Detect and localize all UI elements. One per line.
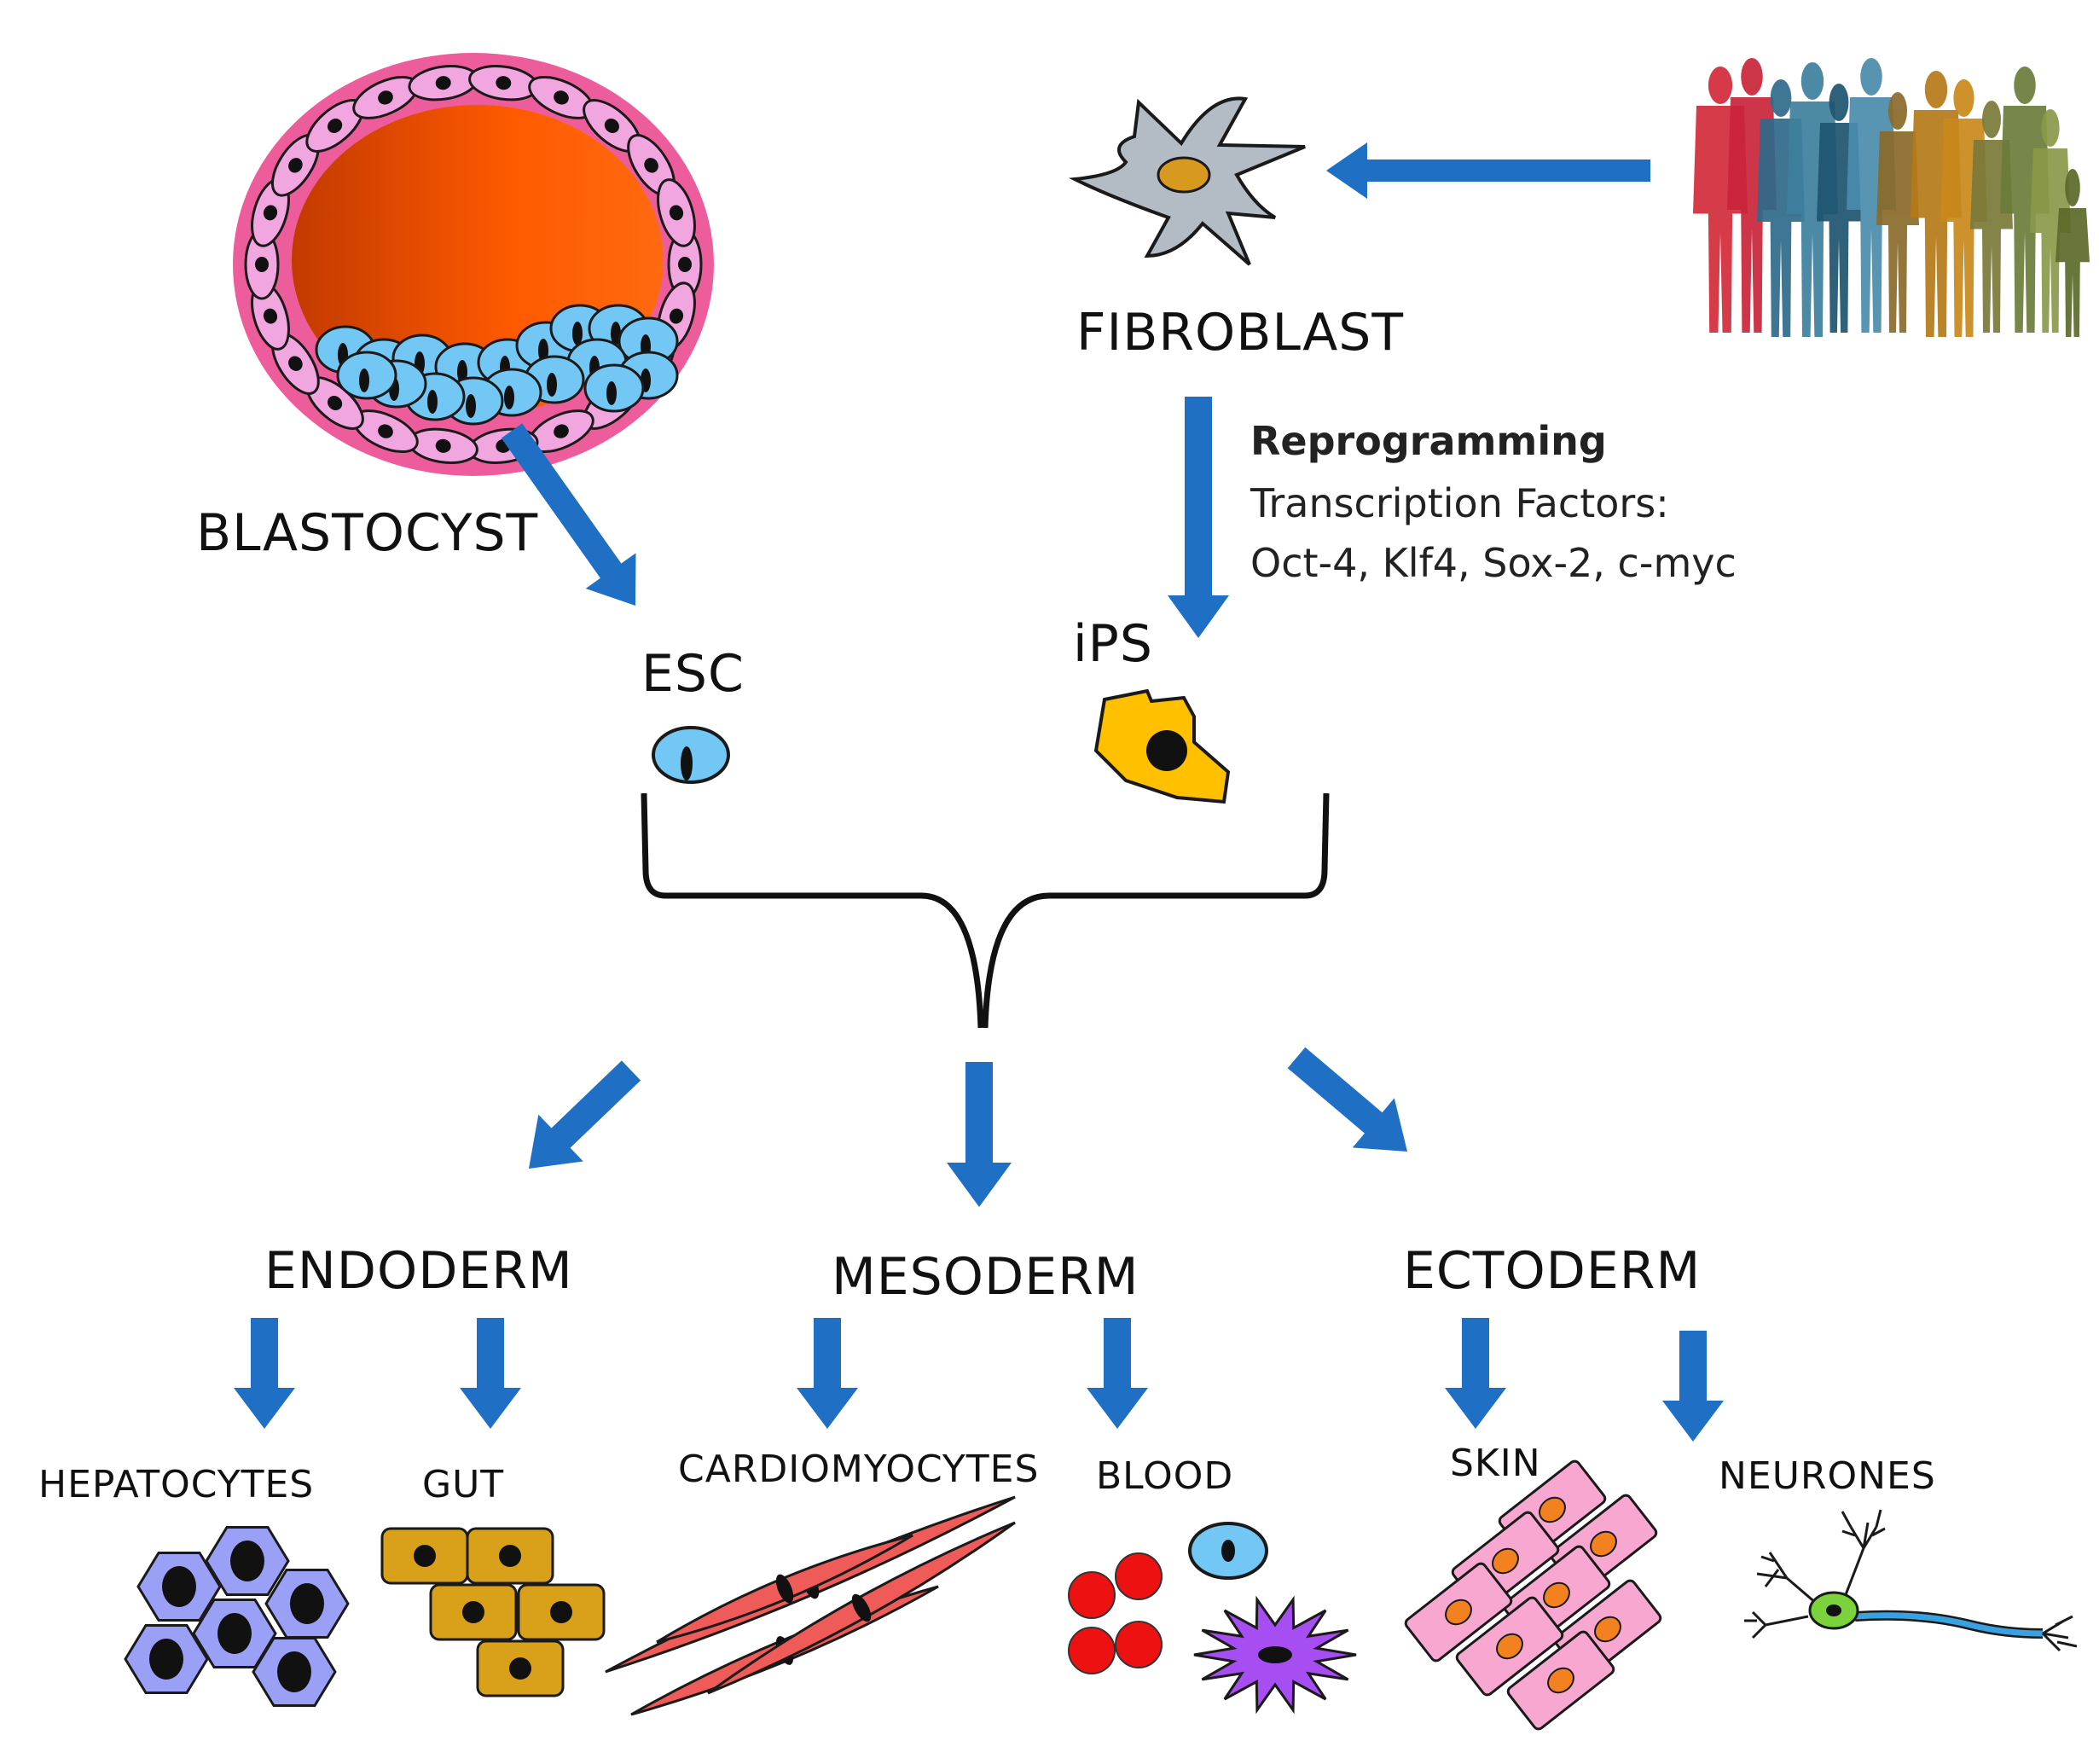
arrow-to-hepatocytes: [234, 1318, 295, 1429]
endoderm-label: ENDODERM: [264, 1241, 573, 1301]
esc-cell: [583, 363, 645, 413]
ectoderm-label: ECTODERM: [1403, 1241, 1702, 1301]
arrow-to-skin: [1445, 1318, 1506, 1429]
arrow-blastocyst-to-esc: [501, 423, 636, 606]
arrow-to-ectoderm: [1287, 1047, 1407, 1152]
blastocyst: [233, 53, 714, 476]
esc-label: ESC: [641, 644, 745, 704]
arrow-to-blood: [1087, 1318, 1148, 1429]
hepatocyte-cell: [136, 1552, 222, 1622]
gut-cell: [429, 1583, 518, 1641]
esc-cell: [652, 726, 730, 784]
arrow-people-to-fibroblast: [1326, 142, 1650, 199]
cardiomyocyte-cell: [656, 1534, 913, 1644]
fibroblast-cell: [1068, 96, 1306, 266]
hepatocyte-cell: [205, 1526, 290, 1596]
fibroblast-label: FIBROBLAST: [1076, 303, 1405, 363]
ips-label: iPS: [1073, 614, 1153, 674]
hepatocyte-cell: [264, 1569, 350, 1639]
neurones-label: NEURONES: [1719, 1454, 1936, 1498]
person-silhouette: [2056, 169, 2090, 337]
arrows: [234, 142, 1724, 1442]
hepatocytes-cells: [124, 1526, 350, 1707]
people-silhouettes-icon: [1693, 58, 2090, 337]
mesoderm-label: MESODERM: [832, 1247, 1139, 1307]
arrow-to-cardiomyocytes: [797, 1318, 858, 1429]
skin-cell: [1404, 1562, 1513, 1662]
hepatocytes-label: HEPATOCYTES: [38, 1463, 315, 1506]
hepatocyte-cell: [252, 1637, 337, 1707]
skin-label: SKIN: [1450, 1442, 1541, 1485]
blastocyst-label: BLASTOCYST: [196, 503, 539, 563]
cardiomyocytes-label: CARDIOMYOCYTES: [678, 1448, 1040, 1491]
arrow-to-neurones: [1662, 1331, 1724, 1442]
trophoblast-cell: [657, 178, 696, 247]
skin-cells: [1404, 1459, 1662, 1731]
neurone-cell: [1744, 1509, 2078, 1652]
cardiomyocyte-cells: [605, 1495, 1016, 1716]
gut-cells: [380, 1527, 606, 1697]
trophoblast-cell: [352, 75, 419, 119]
reprogramming-line2: Oct-4, Klf4, Sox-2, c-myc: [1250, 540, 1737, 586]
gut-cell: [517, 1583, 606, 1641]
blood-label: BLOOD: [1096, 1454, 1234, 1498]
blood-cells: [1068, 1522, 1357, 1715]
gut-cell: [476, 1639, 565, 1697]
gut-label: GUT: [422, 1463, 505, 1506]
gut-cell: [380, 1527, 469, 1585]
arrow-to-endoderm: [529, 1060, 641, 1169]
skin-cell: [1506, 1630, 1615, 1731]
esc-cell: [618, 316, 679, 366]
inner-cell-mass: [315, 304, 679, 426]
cardiomyocyte-cell: [707, 1521, 1016, 1695]
arrow-reprogramming: [1168, 397, 1229, 638]
skin-cell: [1455, 1596, 1564, 1697]
reprogramming-line1: Transcription Factors:: [1250, 480, 1669, 526]
esc-cell: [336, 351, 397, 400]
reprogramming-title: Reprogramming: [1250, 418, 1607, 464]
trophoblast-cell: [667, 229, 703, 300]
hepatocyte-cell: [124, 1624, 209, 1694]
gut-cell: [466, 1527, 554, 1585]
arrow-to-gut: [460, 1318, 521, 1429]
ips-cell: [1093, 688, 1231, 804]
person-silhouette: [1876, 92, 1919, 333]
convergence-bracket: [641, 792, 1330, 1029]
person-silhouette: [2030, 109, 2071, 333]
arrow-to-mesoderm: [947, 1062, 1012, 1207]
trophoblast-cell: [408, 427, 478, 464]
